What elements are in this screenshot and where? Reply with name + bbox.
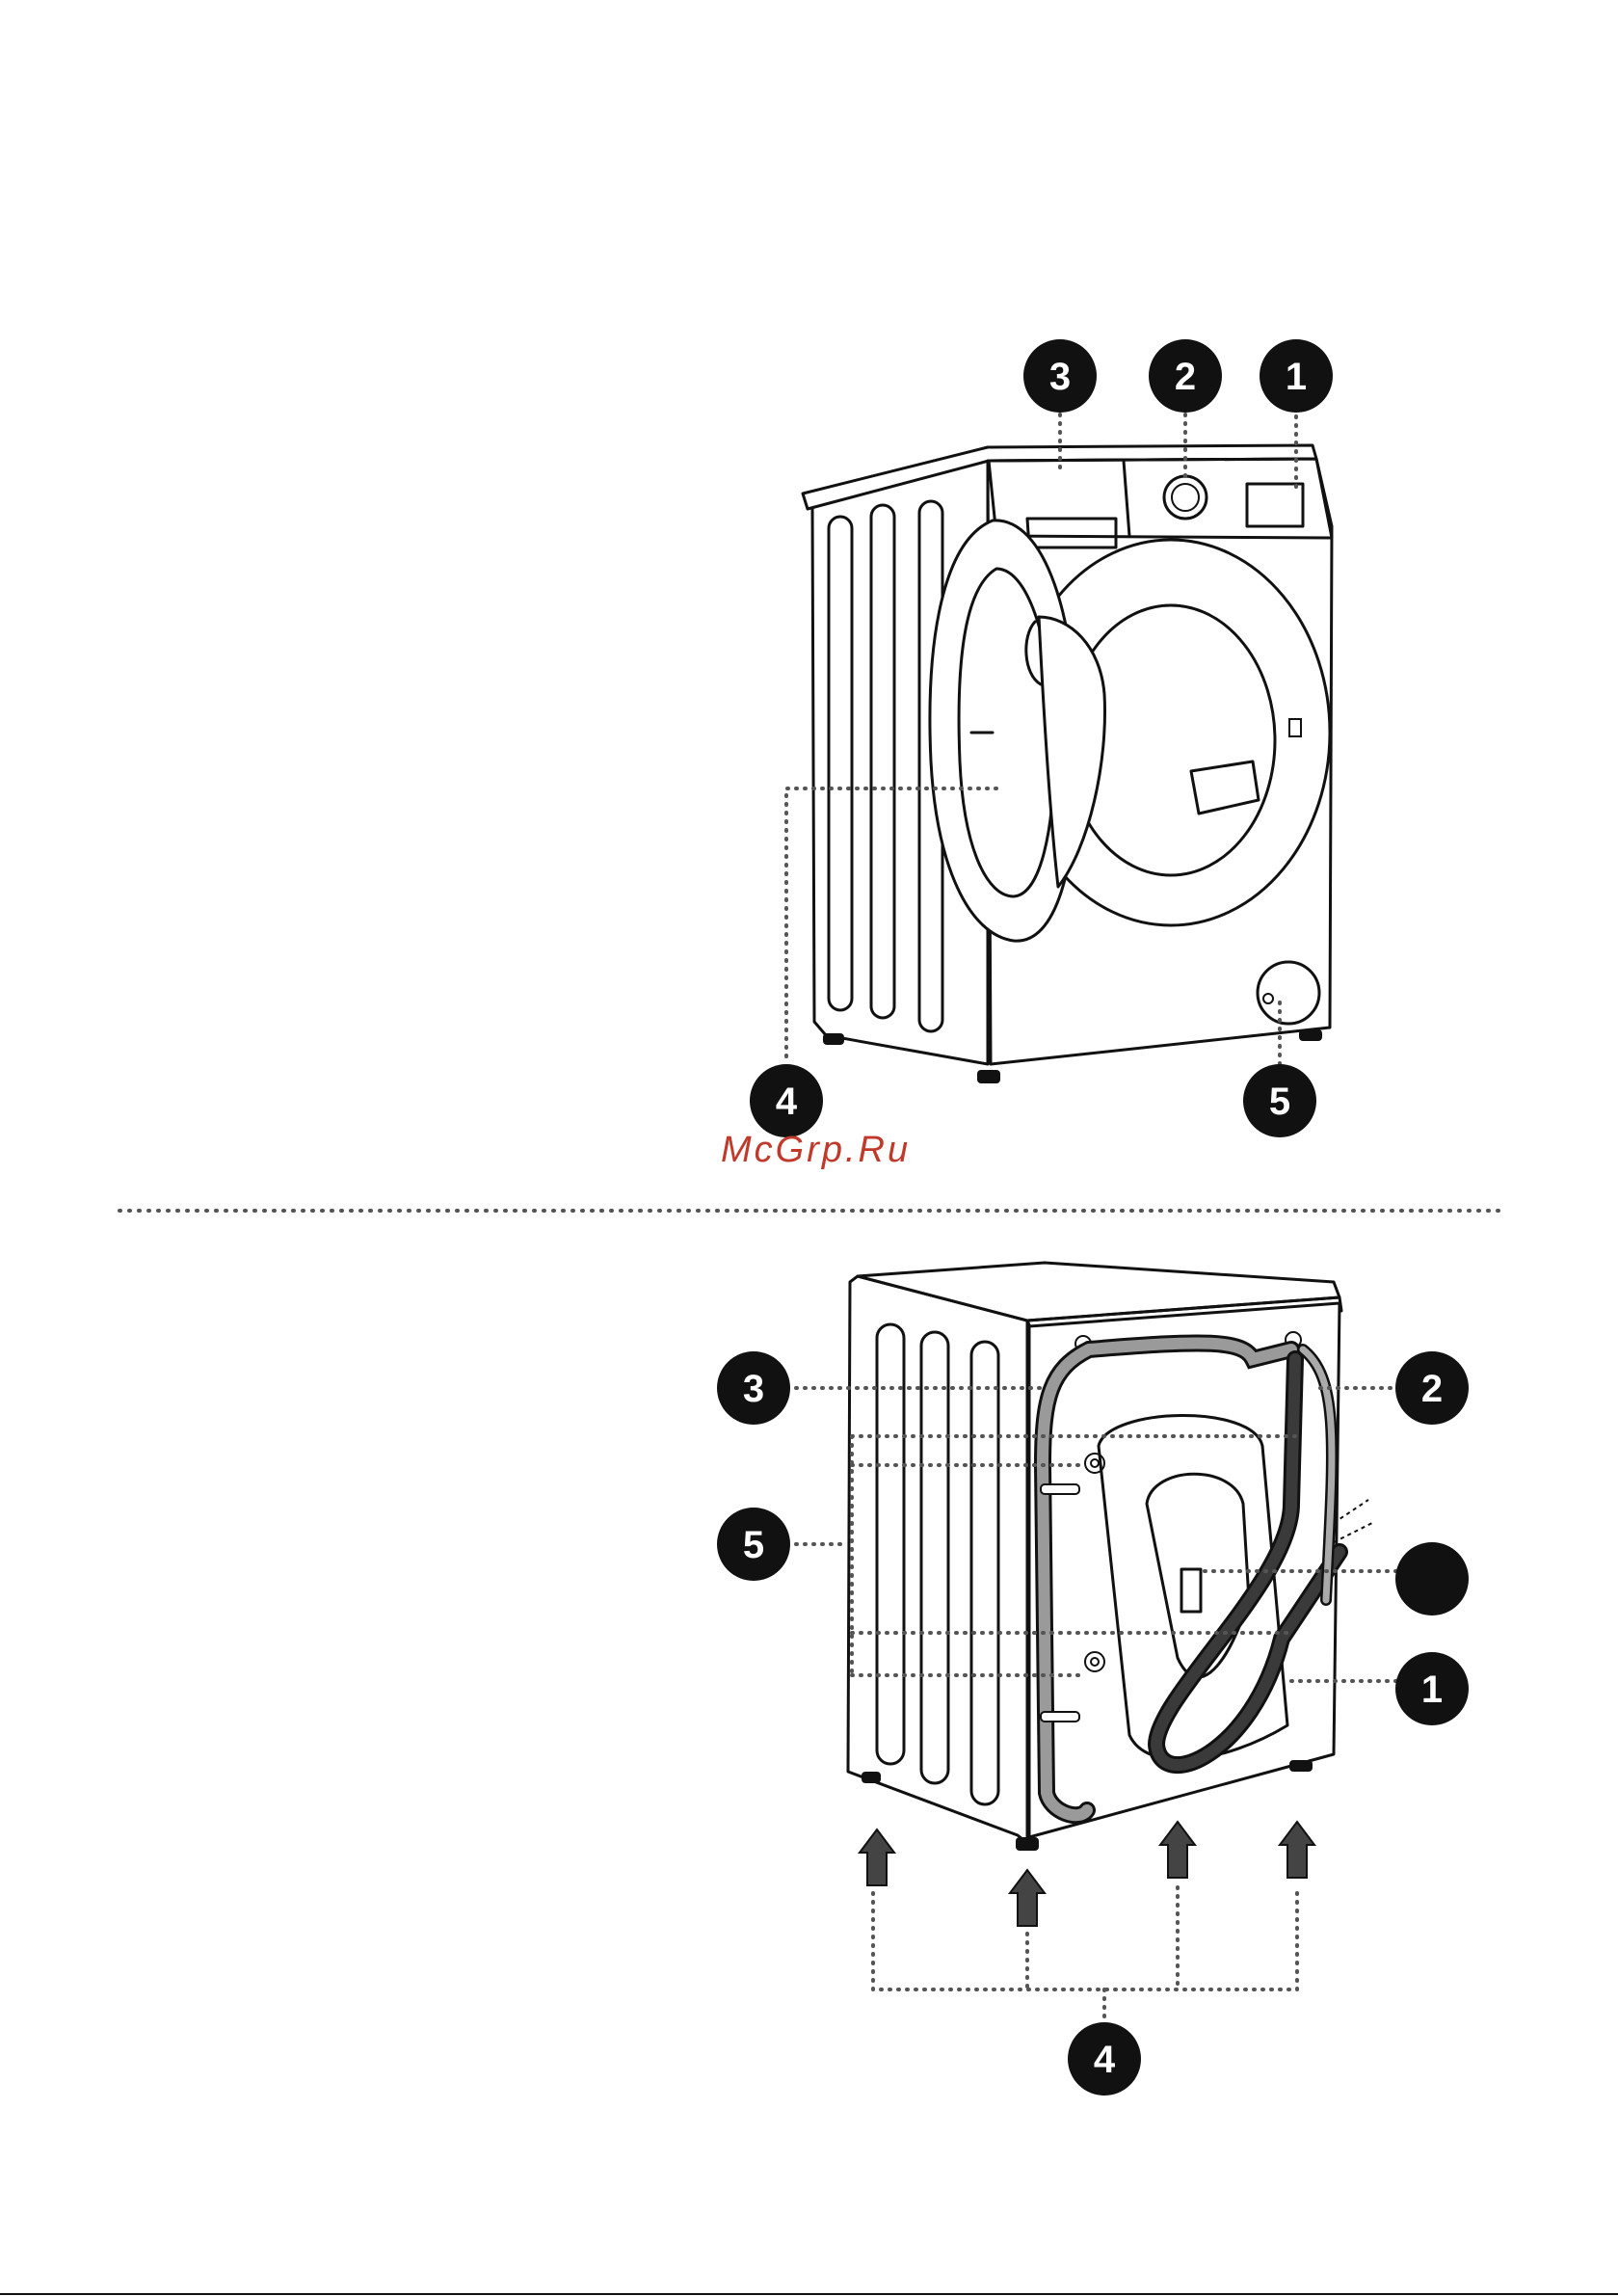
front-callout-4: 4	[750, 1064, 823, 1137]
foot-arrow-icon	[1160, 1822, 1195, 1878]
callout-label: 1	[1286, 356, 1307, 398]
rear-callout-3: 3	[717, 1351, 790, 1425]
foot-arrow-icon	[1280, 1822, 1314, 1878]
callout-label: 4	[1094, 2039, 1116, 2081]
callout-label: 5	[1269, 1081, 1290, 1123]
callout-label: 5	[743, 1524, 764, 1566]
callout-label: 1	[1421, 1669, 1443, 1711]
front-callout-5: 5	[1243, 1064, 1316, 1137]
callout-label: 3	[743, 1368, 764, 1410]
rear-callout-2: 2	[1395, 1351, 1469, 1425]
callout-label: 4	[776, 1081, 798, 1123]
callout-label: 2	[1175, 356, 1196, 398]
rear-callout-1: 1	[1395, 1652, 1469, 1725]
watermark-text: McGrp.Ru	[721, 1130, 911, 1171]
foot-arrow-icon	[860, 1829, 894, 1885]
front-callout-1: 1	[1260, 339, 1333, 413]
foot-arrow-icon	[1010, 1870, 1045, 1926]
front-washer-illustration	[803, 445, 1332, 1083]
rear-callout-unlabeled	[1395, 1542, 1469, 1615]
rear-washer-illustration	[848, 1263, 1372, 1851]
front-callout-2: 2	[1149, 339, 1222, 413]
rear-callout-4: 4	[1068, 2022, 1141, 2096]
callout-label: 3	[1049, 356, 1071, 398]
callout-label: 2	[1421, 1368, 1443, 1410]
front-callout-3: 3	[1023, 339, 1097, 413]
rear-callout-5: 5	[717, 1508, 790, 1581]
foot-arrow-group	[860, 1822, 1314, 1926]
